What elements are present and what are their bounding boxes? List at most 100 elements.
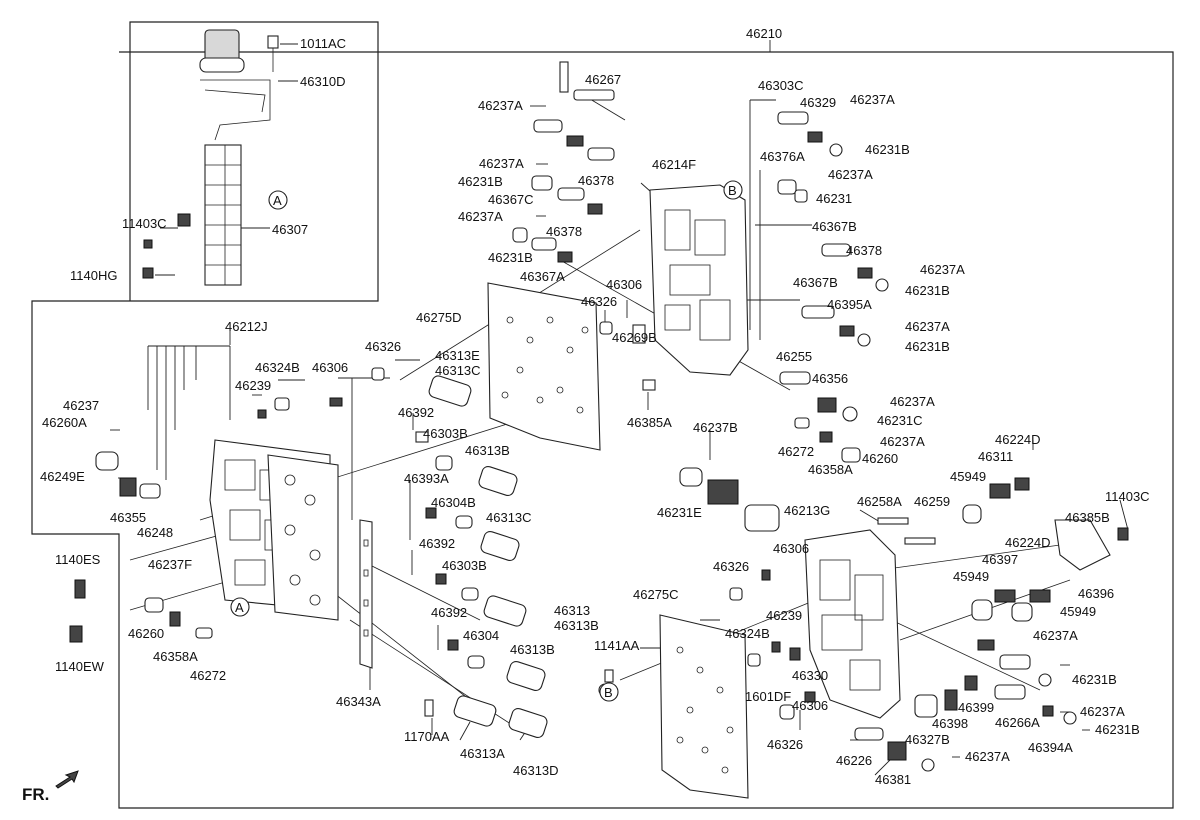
front-direction-indicator: FR.	[22, 770, 79, 804]
part-label: 46231B	[458, 174, 503, 189]
part-label: 46239	[235, 378, 271, 393]
part-label: 46231B	[488, 250, 533, 265]
part-label: 46326	[365, 339, 401, 354]
part-label: 46275C	[633, 587, 679, 602]
part-label: 46306	[773, 541, 809, 556]
part-label: 46330	[792, 668, 828, 683]
small-parts	[69, 61, 1129, 772]
part-label: 46231B	[865, 142, 910, 157]
part-label: 46358A	[153, 649, 198, 664]
part-label: 1140HG	[70, 268, 117, 283]
part-label: 1140EW	[55, 659, 105, 674]
ref-marker-b-top-label: B	[728, 183, 737, 198]
part-label: 46266A	[995, 715, 1040, 730]
part-label: 46237F	[148, 557, 192, 572]
part-label: 1170AA	[404, 729, 450, 744]
part-label: 1601DF	[745, 689, 791, 704]
part-label: 1140ES	[55, 552, 101, 567]
part-label: 46392	[419, 536, 455, 551]
part-label: 46378	[846, 243, 882, 258]
part-label: 46343A	[336, 694, 381, 709]
part-label: 46395A	[827, 297, 872, 312]
part-label: 46358A	[808, 462, 853, 477]
part-label: 46313C	[486, 510, 532, 525]
upper-valve-body	[649, 184, 749, 376]
part-label: 46324B	[255, 360, 300, 375]
part-label: 45949	[1060, 604, 1096, 619]
part-label: 46367B	[812, 219, 857, 234]
part-label: 46267	[585, 72, 621, 87]
part-label: 46326	[581, 294, 617, 309]
part-label: 46367B	[793, 275, 838, 290]
part-label: 1141AA	[594, 638, 640, 653]
part-label: 46313C	[435, 363, 481, 378]
part-label: 46394A	[1028, 740, 1073, 755]
part-label: 45949	[950, 469, 986, 484]
part-label: 46367A	[520, 269, 565, 284]
part-label: 11403C	[122, 216, 167, 231]
part-label: 46231B	[905, 339, 950, 354]
part-label: 46396	[1078, 586, 1114, 601]
lower-valve-body	[804, 529, 901, 719]
solenoids	[428, 375, 548, 739]
part-label: 45949	[953, 569, 989, 584]
part-label: 46310D	[300, 74, 346, 89]
part-label: 46237A	[479, 156, 524, 171]
part-label: 46356	[812, 371, 848, 386]
part-label: 46313A	[460, 746, 505, 761]
part-label: 46226	[836, 753, 872, 768]
ref-marker-a-top-label: A	[273, 193, 282, 208]
part-label: 46272	[778, 444, 814, 459]
part-label: 46231E	[657, 505, 702, 520]
part-label: 46385A	[627, 415, 672, 430]
part-label: 46249E	[40, 469, 85, 484]
part-label: 46237A	[850, 92, 895, 107]
part-label: 46398	[932, 716, 968, 731]
diagram-frames	[31, 21, 1174, 809]
part-label: 46237	[63, 398, 99, 413]
part-label: 46237A	[1033, 628, 1078, 643]
part-label: 46237A	[478, 98, 523, 113]
part-label: 46313E	[435, 348, 480, 363]
part-label: 46303B	[423, 426, 468, 441]
ref-marker-b-bottom-label: B	[604, 685, 613, 700]
part-label: 46239	[766, 608, 802, 623]
part-label: 46237A	[1080, 704, 1125, 719]
part-label: 46260	[862, 451, 898, 466]
part-label: 46269B	[612, 330, 657, 345]
part-label: 46259	[914, 494, 950, 509]
part-label: 46231B	[905, 283, 950, 298]
separator-plate-upper	[487, 282, 601, 451]
part-label: 46311	[978, 449, 1013, 464]
part-label: 46329	[800, 95, 836, 110]
part-label: 46392	[431, 605, 467, 620]
part-label: 46378	[578, 173, 614, 188]
part-label: 46327B	[905, 732, 950, 747]
ref-marker-a-bottom	[230, 597, 250, 617]
assembly-label: 46210	[746, 26, 782, 41]
part-label: 46237A	[920, 262, 965, 277]
reference-markers: A A B B	[230, 180, 743, 702]
part-label: 46237A	[890, 394, 935, 409]
part-label: 46237B	[693, 420, 738, 435]
part-label: 46397	[982, 552, 1018, 567]
part-label: 46303C	[758, 78, 804, 93]
part-label: 46303B	[442, 558, 487, 573]
part-label: 46260A	[42, 415, 87, 430]
part-label: 46326	[767, 737, 803, 752]
part-label: 46313B	[465, 443, 510, 458]
part-label: 46313	[554, 603, 590, 618]
wire-bracket	[359, 519, 373, 669]
part-label: 46231B	[1095, 722, 1140, 737]
part-label: 46376A	[760, 149, 805, 164]
solenoid-valve-body	[209, 439, 339, 621]
part-label: 46324B	[725, 626, 770, 641]
part-label: 46248	[137, 525, 173, 540]
ref-marker-b-top	[723, 180, 743, 200]
part-label: 46355	[110, 510, 146, 525]
part-label: 46385B	[1065, 510, 1110, 525]
part-label: 46255	[776, 349, 812, 364]
part-label: 46304B	[431, 495, 476, 510]
part-label: 46313B	[554, 618, 599, 633]
part-label: 46399	[958, 700, 994, 715]
